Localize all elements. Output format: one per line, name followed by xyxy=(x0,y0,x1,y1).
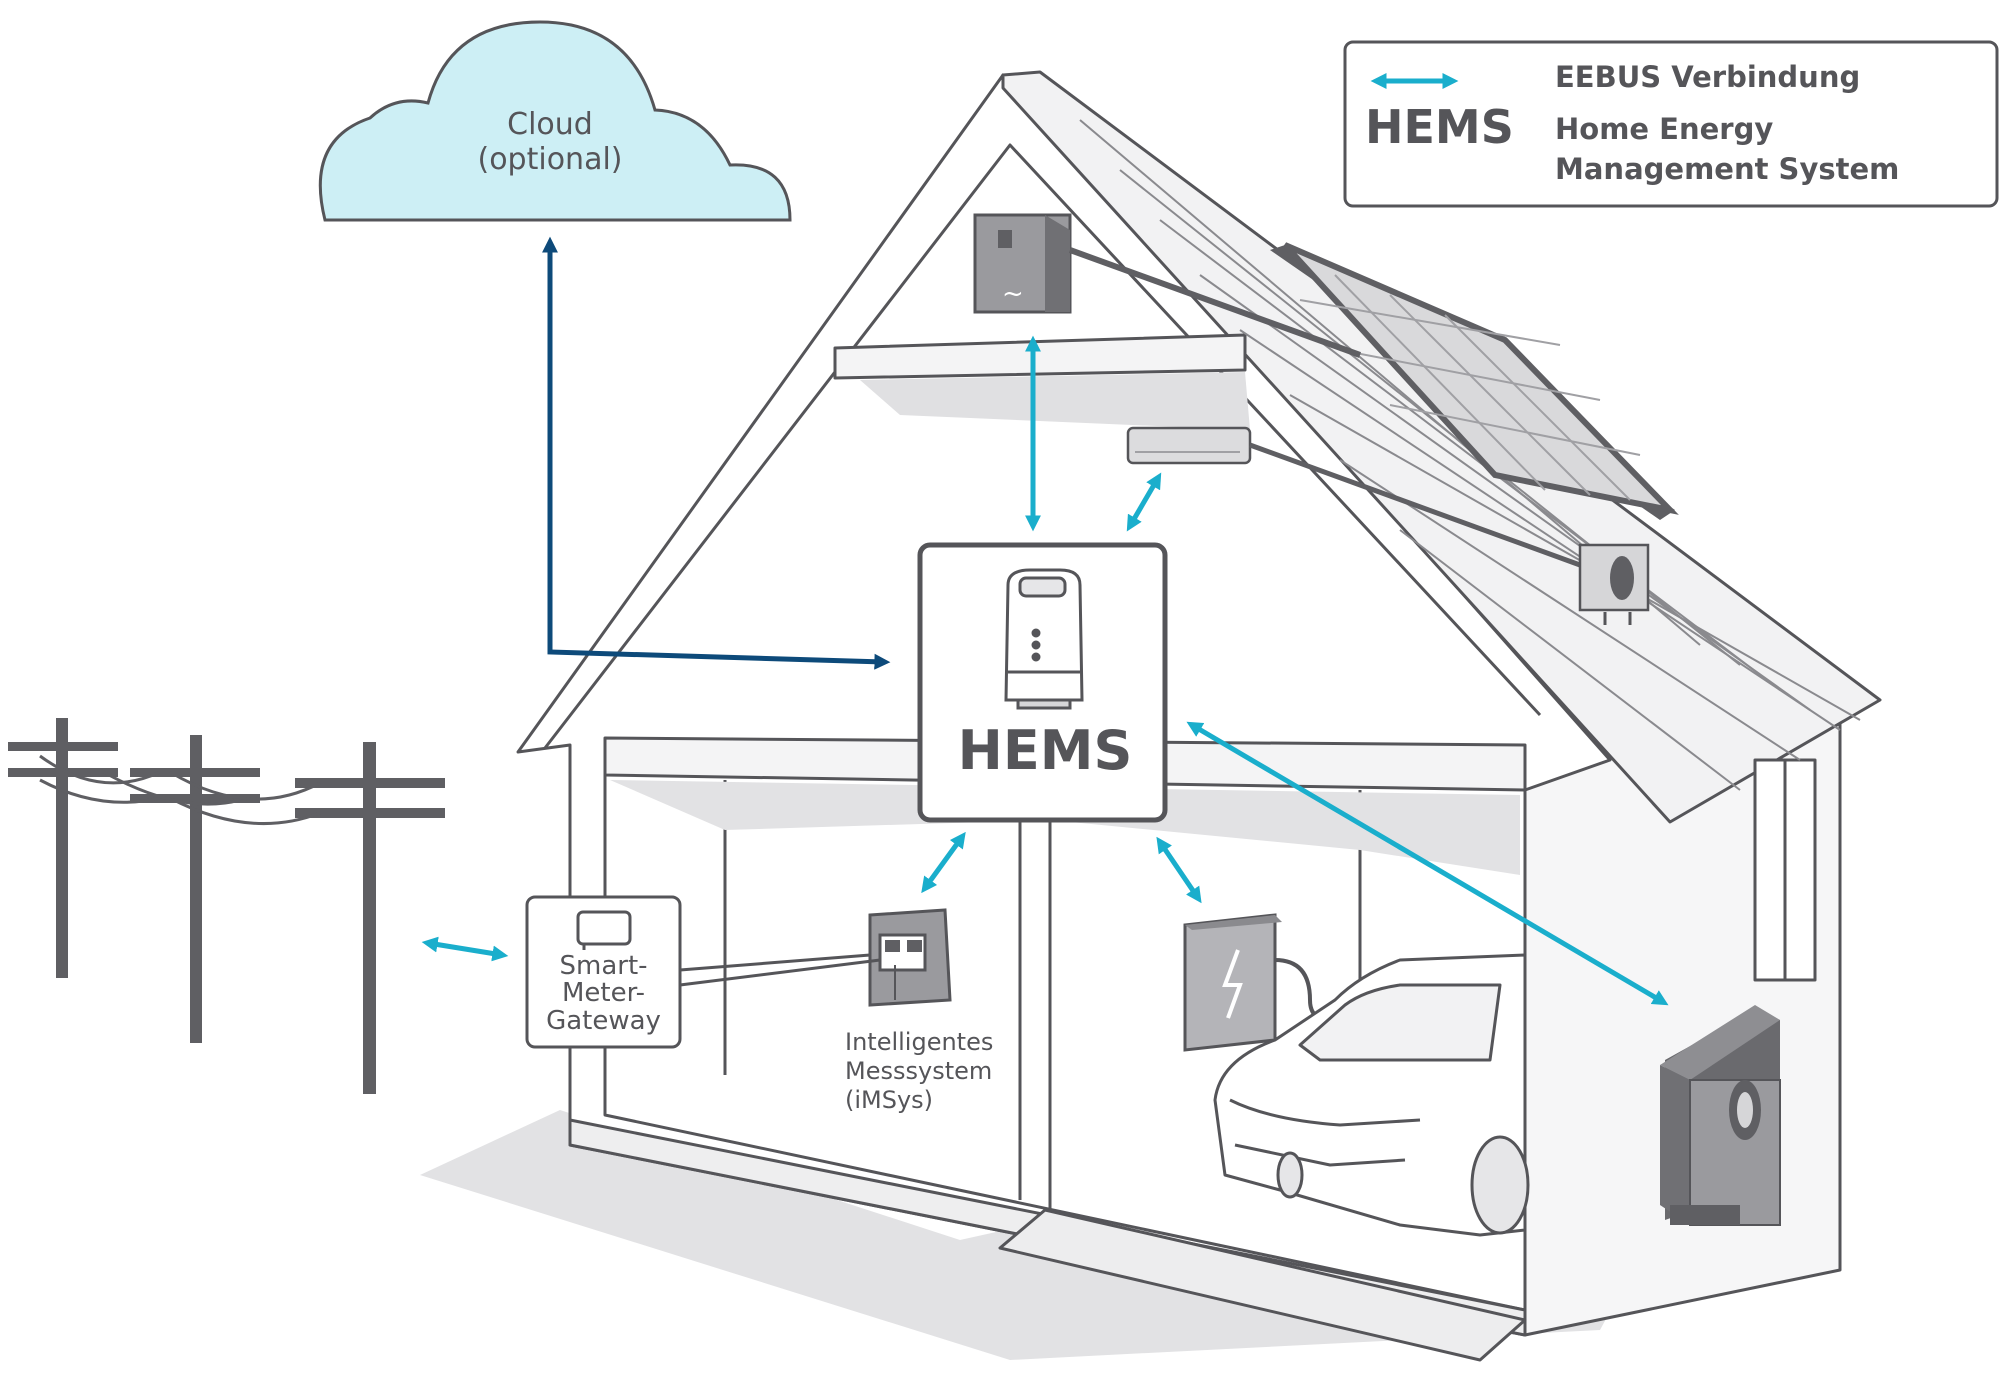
ac-cable xyxy=(1249,442,1581,568)
heat-pump-icon xyxy=(1578,543,1650,625)
eebus-arrow-meter xyxy=(921,831,966,894)
legend-arrow-meaning: EEBUS Verbindung xyxy=(1555,60,1861,94)
cloud-label-line2: (optional) xyxy=(477,141,623,177)
car-icon xyxy=(1213,953,1530,1237)
eebus-arrow-ac xyxy=(1126,472,1162,532)
solar-panel-icon xyxy=(1270,242,1679,520)
legend-hems-meaning-line1: Home Energy xyxy=(1555,112,1774,146)
gateway-label: Smart- Meter- Gateway xyxy=(527,951,680,1036)
eebus-arrow-wallbox xyxy=(1156,836,1202,904)
legend xyxy=(1343,40,1999,208)
legend-hems-meaning-line2: Management System xyxy=(1555,152,1900,186)
legend-hems-symbol: HEMS xyxy=(1365,100,1514,154)
eebus-arrow-heatpump xyxy=(1186,721,1669,1006)
air-conditioner-icon xyxy=(1126,426,1252,465)
power-lines xyxy=(39,754,321,826)
gateway-label-line3: Gateway xyxy=(546,1005,661,1036)
meter-label-line1: Intelligentes xyxy=(845,1028,994,1056)
hems-box xyxy=(917,542,1168,823)
meter-label-line3: (iMSys) xyxy=(845,1085,934,1114)
cloud-label-line1: Cloud xyxy=(507,107,593,142)
meter-label-line2: Messsystem xyxy=(845,1056,993,1085)
inverter-cable xyxy=(1068,247,1362,358)
inverter-icon: ~ xyxy=(973,213,1072,314)
floor-shadow xyxy=(860,372,1250,430)
hems-label: HEMS xyxy=(957,719,1133,782)
smart-meter-icon xyxy=(868,908,952,1007)
heat-pump-icon xyxy=(1660,1005,1781,1226)
gateway-icon xyxy=(576,910,632,950)
eebus-arrow-grid xyxy=(421,936,509,962)
cloud-label: Cloud (optional) xyxy=(455,107,645,177)
svg-text:~: ~ xyxy=(1002,279,1024,309)
gateway-label-line2: Meter- xyxy=(561,978,646,1009)
cloud-icon xyxy=(318,20,792,222)
hems-hub-icon xyxy=(1004,568,1084,710)
gateway-label-line1: Smart- xyxy=(559,951,648,981)
gateway-box xyxy=(525,895,682,1049)
gateway-meter-cable xyxy=(679,953,881,987)
cloud-link-arrow xyxy=(547,649,891,670)
eebus-arrows xyxy=(421,335,1669,1006)
meter-label: Intelligentes Messsystem (iMSys) xyxy=(845,1028,993,1114)
